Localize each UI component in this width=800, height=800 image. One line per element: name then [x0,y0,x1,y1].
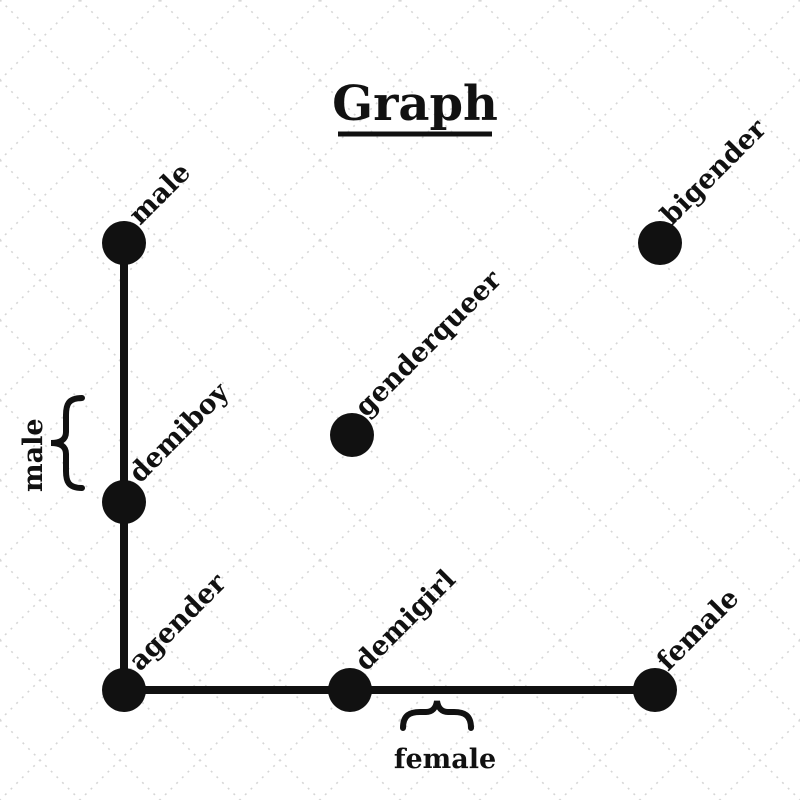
node-demigirl [328,668,372,712]
edge-group [120,239,659,694]
node-demiboy [102,480,146,524]
left-axis-label: male [18,419,49,493]
left-brace-icon [50,395,85,491]
bottom-brace-annotation: female [394,700,496,775]
bottom-axis-label: female [394,744,496,775]
left-brace-annotation: male [18,395,85,493]
bottom-brace-icon [400,700,474,731]
node-group [102,221,682,712]
page-title: Graph [332,76,498,132]
node-genderqueer [330,413,374,457]
node-female [633,668,677,712]
node-agender [102,668,146,712]
node-male [102,221,146,265]
node-bigender [638,221,682,265]
